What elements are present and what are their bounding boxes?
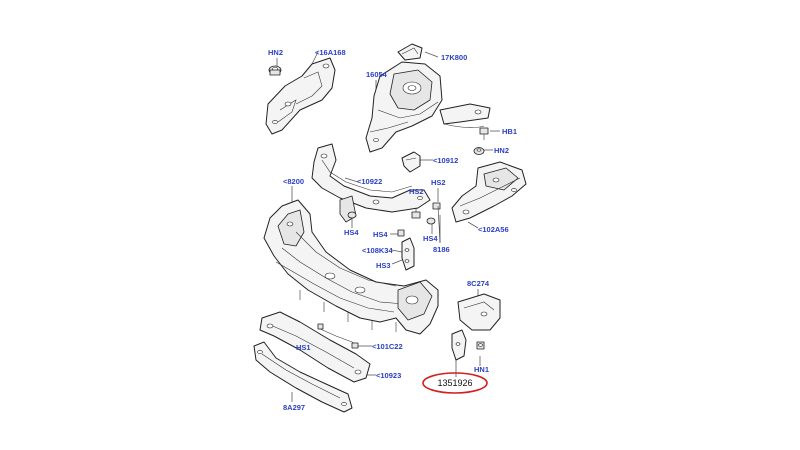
part-labels: HN2 <16A168 17K800 16054 HB1 HN2 <10912 … [268, 48, 517, 412]
label-hn2-top: HN2 [268, 48, 283, 57]
highlight-ring [422, 372, 488, 394]
label-hs4-a: HS4 [344, 228, 359, 237]
radiator-support-8200 [263, 199, 439, 335]
label-108k34: <108K34 [362, 246, 393, 255]
bracket-10912 [401, 151, 421, 173]
bumper-reinforcement-10923 [259, 311, 371, 383]
highlighted-part-1351926 [451, 329, 467, 361]
label-16a168: <16A168 [315, 48, 346, 57]
label-hs2-b: HS2 [431, 178, 446, 187]
label-hb1: HB1 [502, 127, 517, 136]
label-hs2-a: HS2 [409, 187, 424, 196]
label-8c274: 8C274 [467, 279, 490, 288]
label-hs4-c: HS4 [423, 234, 438, 243]
side-member-102a56 [451, 161, 527, 223]
label-16054: 16054 [366, 70, 388, 79]
label-102a56: <102A56 [478, 225, 509, 234]
rod-8186 [437, 205, 441, 243]
label-hs1: HS1 [296, 343, 311, 352]
label-101c22: <101C22 [372, 342, 403, 351]
highlight-part-number: 1351926 [437, 378, 472, 388]
label-17k800: 17K800 [441, 53, 467, 62]
bracket-108k34 [401, 237, 415, 271]
label-8200: <8200 [283, 177, 304, 186]
label-10923: <10923 [376, 371, 401, 380]
headlamp-bracket-16a168 [265, 57, 336, 135]
highlight-callout: 1351926 [422, 372, 488, 394]
label-8a297: 8A297 [283, 403, 305, 412]
bracket-8c274 [457, 293, 501, 331]
label-hs4-b: HS4 [373, 230, 388, 239]
hn2-nut-right [473, 147, 485, 155]
label-10922: <10922 [357, 177, 382, 186]
fasteners-hs [347, 202, 441, 237]
lower-bar-8a297 [253, 341, 353, 413]
hn1-nut [476, 341, 485, 350]
mounting-structure-16054 [365, 43, 491, 153]
cable-101c22 [317, 323, 359, 349]
hb1-bolt [479, 127, 489, 140]
hn2-nut-top [268, 65, 282, 76]
label-hs3: HS3 [376, 261, 391, 270]
label-10912: <10912 [433, 156, 458, 165]
label-hn1: HN1 [474, 365, 489, 374]
label-hn2-right: HN2 [494, 146, 509, 155]
label-8186: 8186 [433, 245, 450, 254]
